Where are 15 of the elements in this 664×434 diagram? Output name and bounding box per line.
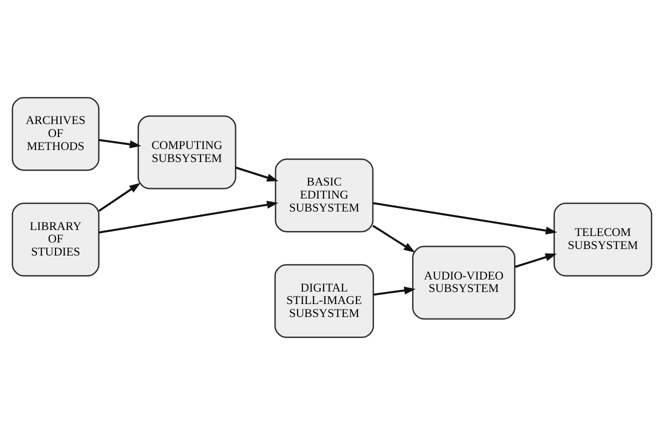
node-box: COMPUTING SUBSYSTEM <box>138 114 236 189</box>
node-box: BASIC EDITING SUBSYSTEM <box>274 158 374 232</box>
node-box: AUDIO-VIDEO SUBSYSTEM <box>412 245 516 320</box>
arrow <box>98 138 142 148</box>
node-box: LIBRARY OF STUDIES <box>12 202 100 276</box>
arrow <box>98 182 141 212</box>
node-box: DIGITAL STILL-IMAGE SUBSYSTEM <box>274 264 374 338</box>
arrow <box>372 202 558 234</box>
arrow <box>374 286 416 296</box>
arrow <box>98 200 278 234</box>
arrow <box>235 166 278 181</box>
arrow <box>372 224 416 252</box>
node-box: TELECOM SUBSYSTEM <box>554 202 652 276</box>
node-box: ARCHIVES OF METHODS <box>12 96 100 170</box>
arrow <box>514 252 557 268</box>
